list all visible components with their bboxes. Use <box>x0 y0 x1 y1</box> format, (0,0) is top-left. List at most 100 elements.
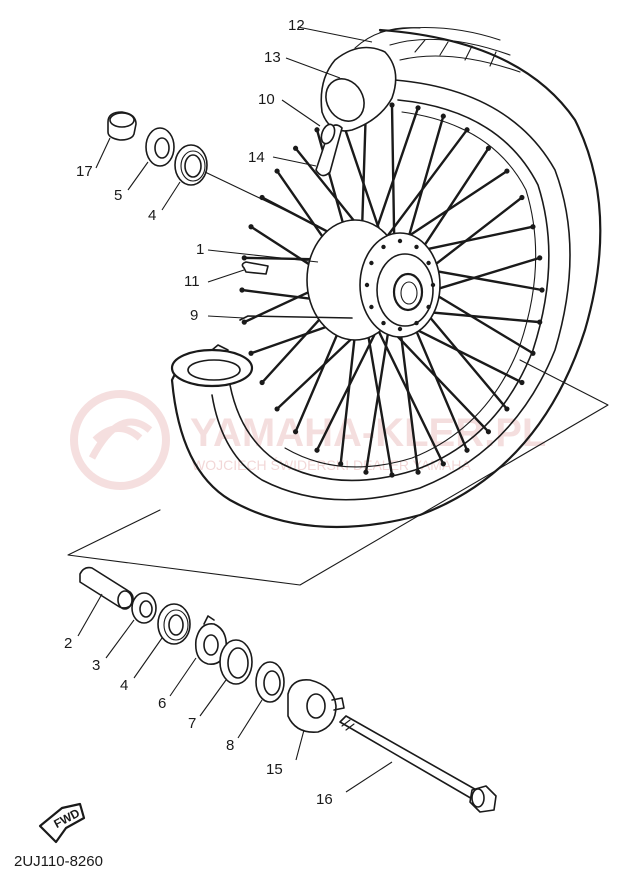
label-11: 11 <box>184 273 200 290</box>
spoke-nipple <box>519 194 525 201</box>
spoke-nipple <box>415 105 421 111</box>
hub-spoke-hole <box>430 282 436 288</box>
spoke-nipple <box>248 350 254 356</box>
bearing-4-lower-bore <box>168 614 184 636</box>
hub-bore-inner <box>400 281 418 305</box>
watermark-logo-mark-icon <box>88 418 153 460</box>
collar-15-bore <box>306 693 326 719</box>
label-7: 7 <box>188 715 196 732</box>
spoke <box>364 321 391 474</box>
spoke-nipple <box>504 406 510 412</box>
hub-spoke-hole <box>397 238 403 244</box>
label-17: 17 <box>76 163 93 180</box>
spoke-nipple <box>537 319 543 325</box>
label-10: 10 <box>258 91 275 108</box>
spoke-nipple <box>248 224 254 230</box>
spoke-nipple <box>440 461 446 467</box>
hub-bore <box>392 272 424 312</box>
bearing-4-upper-bore <box>184 154 202 178</box>
hub-spoke-hole <box>426 260 431 266</box>
spoke <box>397 315 420 474</box>
spoke-nipple <box>485 145 492 151</box>
valve-cap-icon <box>320 123 336 145</box>
label-4-lower: 4 <box>120 677 128 694</box>
hub-spoke-hole <box>414 320 419 326</box>
label-16: 16 <box>316 791 333 808</box>
spoke-nipple <box>389 472 395 478</box>
spoke-nipple <box>389 102 395 108</box>
label-9: 9 <box>190 307 198 324</box>
seal-3-bore <box>139 600 153 618</box>
spoke-nipple <box>415 469 421 475</box>
axle-16-washer <box>471 788 485 808</box>
washer-7-bore <box>227 647 249 679</box>
spoke-nipple <box>241 255 247 261</box>
spoke-nipple <box>259 379 265 386</box>
tube-section-icon <box>320 46 397 132</box>
spoke-nipple <box>314 127 320 133</box>
hub-spoke-holes <box>364 238 436 332</box>
spoke-nipple <box>241 319 247 325</box>
hub-spoke-hole <box>369 304 374 310</box>
hub-spoke-hole <box>414 244 419 250</box>
spacer-2-icon <box>79 566 134 609</box>
fwd-arrow-icon <box>38 802 86 844</box>
hub-spoke-hole <box>381 244 386 250</box>
collar-17-top <box>109 112 135 128</box>
label-1: 1 <box>196 241 204 258</box>
tire-section-inner <box>187 359 241 381</box>
label-6: 6 <box>158 695 166 712</box>
retainer-6-tab <box>203 615 215 625</box>
spoke-nipple <box>292 145 299 151</box>
spoke <box>379 128 469 247</box>
seal-5-icon <box>145 127 175 167</box>
seal-8-bore <box>263 670 281 696</box>
tire-inner-edge <box>211 79 571 501</box>
seal-5-bore <box>154 137 170 159</box>
spoke <box>369 106 420 249</box>
spoke-nipple <box>363 469 369 475</box>
label-3: 3 <box>92 657 100 674</box>
label-4-upper: 4 <box>148 207 156 224</box>
collar-17-icon <box>107 111 137 141</box>
bearing-4-lower-race <box>163 609 189 641</box>
retainer-6-bore <box>203 634 219 656</box>
hub-spoke-hole <box>381 320 386 326</box>
watermark-logo-icon <box>70 390 170 490</box>
axle-16-head <box>469 785 497 813</box>
spoke-nipple <box>530 224 536 230</box>
axle-parts <box>79 566 497 813</box>
spoke-nipple <box>274 168 280 174</box>
label-5: 5 <box>114 187 122 204</box>
nipple-11-icon <box>241 261 269 275</box>
assembly-outline <box>67 359 609 586</box>
spoke-9-icon <box>239 315 353 321</box>
spoke-nipple <box>239 287 245 293</box>
label-2: 2 <box>64 635 72 652</box>
tire-outline <box>170 28 602 529</box>
leader-lines <box>77 26 393 793</box>
spoke-nipple <box>292 429 299 435</box>
spoke-nipple <box>274 406 280 412</box>
part-labels: 12 13 10 14 17 5 4 1 11 9 2 3 4 6 7 8 15… <box>64 17 333 808</box>
upper-parts <box>107 111 353 321</box>
spoke-nipple <box>519 379 525 386</box>
spoke-nipple <box>485 429 492 435</box>
spoke-nipple <box>464 447 470 453</box>
bearing-4-upper-race <box>180 150 206 182</box>
spoke-nipple <box>504 168 510 174</box>
tire-section-bead <box>211 344 229 351</box>
spacer-2-end <box>117 590 133 610</box>
label-15: 15 <box>266 761 283 778</box>
hub-spoke-hole <box>397 326 403 332</box>
label-8: 8 <box>226 737 234 754</box>
tube-and-valve <box>315 27 421 177</box>
hub-body <box>376 253 434 327</box>
rim-outer <box>229 99 550 482</box>
upper-axis-line <box>204 171 319 227</box>
axle-16-thread <box>341 719 355 731</box>
fwd-indicator: FWD <box>38 802 86 844</box>
collar-15-icon <box>287 678 337 733</box>
hub-spoke-hole <box>369 260 374 266</box>
spoke-nipple <box>440 113 446 119</box>
